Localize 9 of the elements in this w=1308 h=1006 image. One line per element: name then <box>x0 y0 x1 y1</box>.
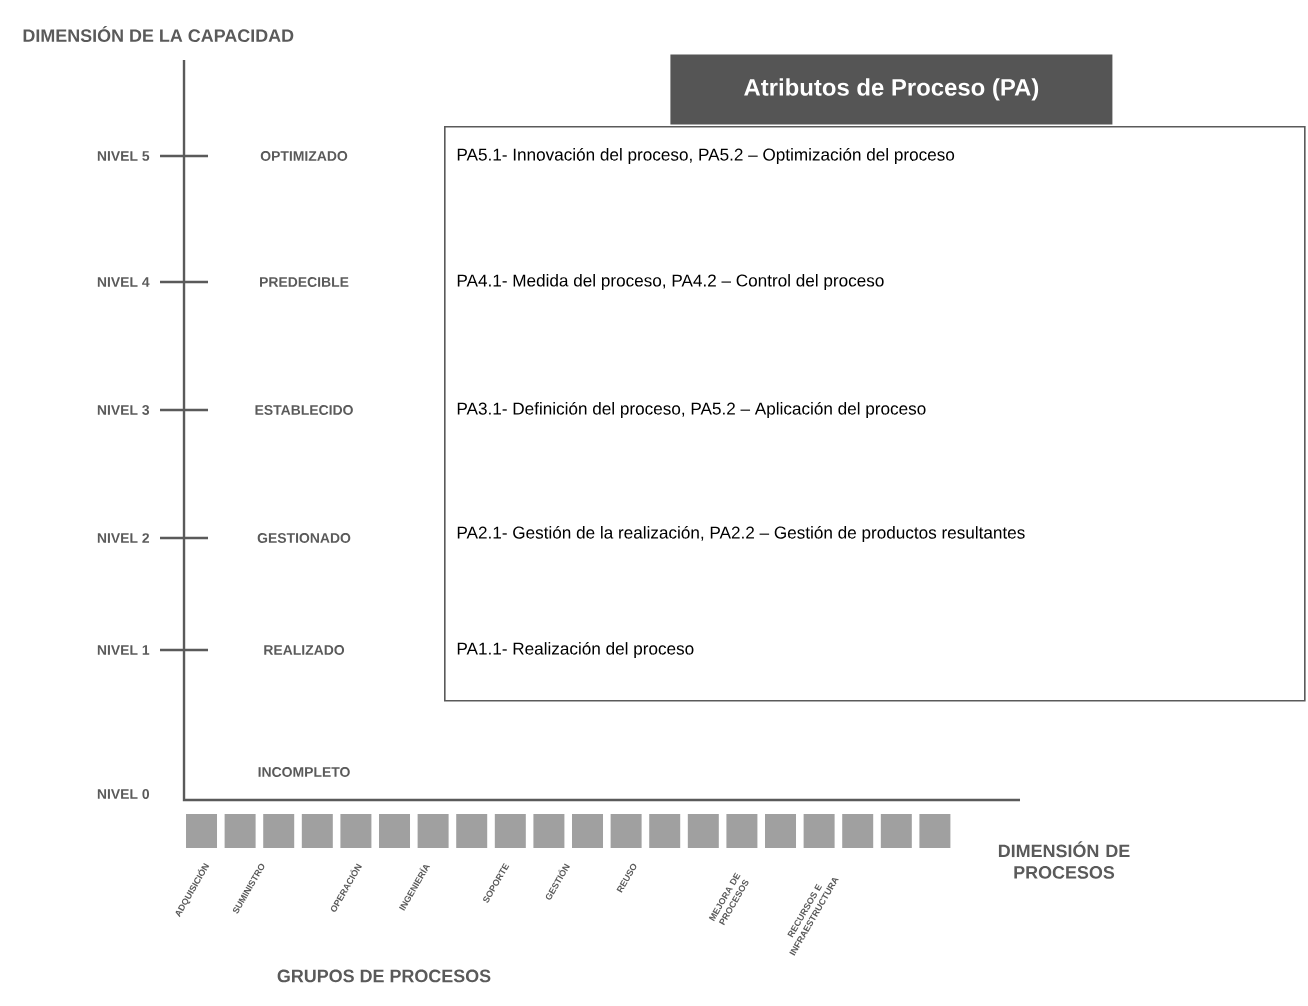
header-box: Atributos de Proceso (PA) <box>670 54 1113 125</box>
attribute-text: PA2.1- Gestión de la realización, PA2.2 – Gestión de productos resultantes <box>457 525 1025 543</box>
axis-title: GRUPOS DE PROCESOS <box>277 969 491 983</box>
attribute-text: PA5.1- Innovación del proceso, PA5.2 – Optimización del proceso <box>457 147 955 165</box>
attribute-text: PA1.1- Realización del proceso <box>457 641 694 659</box>
axis-title: DIMENSIÓN DE LA CAPACIDAD <box>23 25 294 43</box>
attribute-text: PA4.1- Medida del proceso, PA4.2 – Control del proceso <box>457 274 884 290</box>
attribute-text: PA3.1- Definición del proceso, PA5.2 – Aplicación del proceso <box>457 401 926 419</box>
axis-title: DIMENSIÓN DE PROCESOS <box>998 841 1130 879</box>
